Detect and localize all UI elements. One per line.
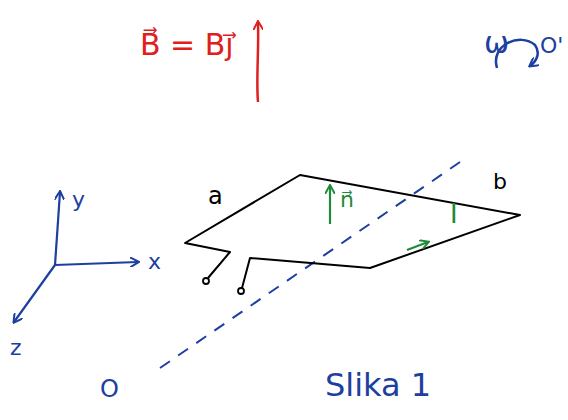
axis-end-label: O' [540,34,563,58]
normal-arrow [329,186,331,224]
y-axis [55,192,60,265]
side-length: b [493,170,507,194]
field-label: B⃗ = Bj⃗ [140,28,234,61]
z-axis [14,265,55,322]
current-arrow [407,242,428,250]
axis-name: x [148,250,161,274]
x-axis [55,262,138,265]
current-label: I [450,200,458,229]
figure-caption: Slika 1 [325,368,431,403]
side-length: a [208,183,223,209]
axis-name: y [72,188,85,212]
current-loop [185,175,520,288]
terminal [203,278,209,284]
normal-label: n⃗ [340,188,354,212]
field-arrow [256,22,259,102]
terminal [238,288,244,294]
rotation-axis [160,162,460,368]
omega-label: ω [484,26,509,59]
axis-name: z [10,336,22,360]
axis-end-label: O [100,376,119,402]
